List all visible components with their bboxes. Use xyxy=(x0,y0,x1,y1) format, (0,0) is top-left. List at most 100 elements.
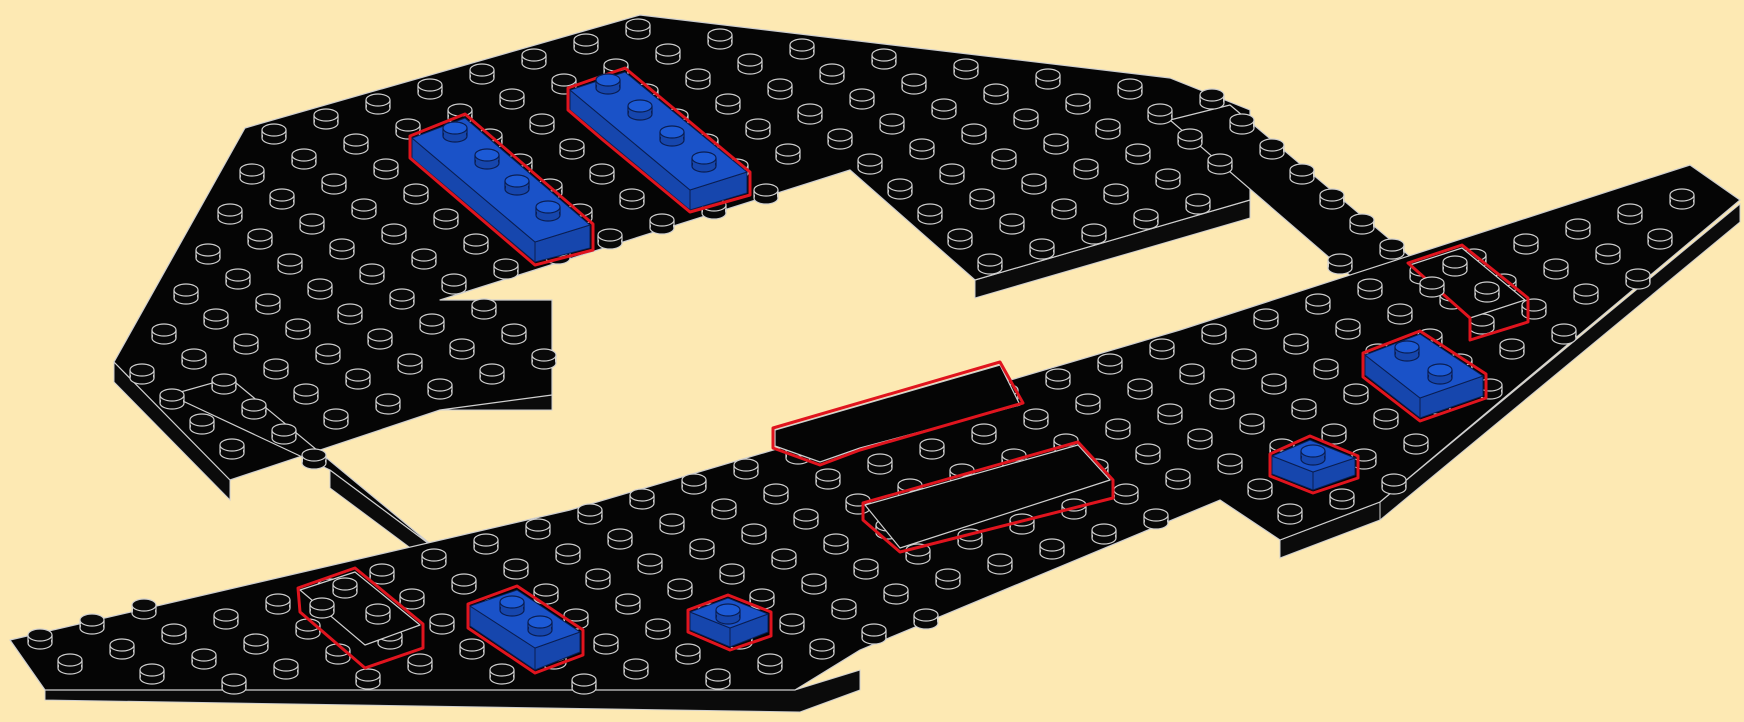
stud xyxy=(1188,429,1212,449)
stud xyxy=(338,304,362,324)
stud xyxy=(772,549,796,569)
stud xyxy=(464,234,488,254)
stud xyxy=(530,114,554,134)
stud xyxy=(682,474,706,494)
stud xyxy=(450,339,474,359)
stud xyxy=(404,184,428,204)
stud xyxy=(1552,324,1576,344)
stud xyxy=(218,204,242,224)
stud xyxy=(460,639,484,659)
stud xyxy=(660,514,684,534)
stud xyxy=(824,534,848,554)
stud xyxy=(132,599,156,619)
stud xyxy=(270,189,294,209)
stud xyxy=(390,289,414,309)
stud xyxy=(494,259,518,279)
stud xyxy=(706,669,730,689)
stud xyxy=(368,329,392,349)
stud xyxy=(480,364,504,384)
stud xyxy=(638,554,662,574)
stud xyxy=(1306,294,1330,314)
stud xyxy=(80,614,104,634)
stud xyxy=(620,189,644,209)
stud xyxy=(1104,184,1128,204)
stud xyxy=(1443,256,1467,276)
stud xyxy=(474,534,498,554)
stud xyxy=(962,124,986,144)
stud xyxy=(490,664,514,684)
stud xyxy=(820,64,844,84)
stud xyxy=(292,149,316,169)
stud xyxy=(768,79,792,99)
stud xyxy=(1074,159,1098,179)
stud xyxy=(526,519,550,539)
stud xyxy=(192,649,216,669)
stud xyxy=(182,349,206,369)
stud xyxy=(1420,277,1444,297)
stud xyxy=(274,659,298,679)
stud xyxy=(608,529,632,549)
stud xyxy=(574,34,598,54)
stud xyxy=(504,559,528,579)
stud xyxy=(1040,539,1064,559)
stud xyxy=(370,564,394,584)
stud xyxy=(1278,504,1302,524)
stud xyxy=(630,489,654,509)
stud xyxy=(262,124,286,144)
blue-stud xyxy=(443,122,467,142)
stud xyxy=(366,94,390,114)
stud xyxy=(1178,129,1202,149)
stud xyxy=(1128,379,1152,399)
stud xyxy=(1022,174,1046,194)
stud xyxy=(1118,79,1142,99)
stud xyxy=(330,239,354,259)
stud xyxy=(1052,199,1076,219)
blue-stud xyxy=(505,175,529,195)
stud xyxy=(776,144,800,164)
stud xyxy=(248,229,272,249)
stud xyxy=(226,269,250,289)
stud xyxy=(708,29,732,49)
stud xyxy=(1475,282,1499,302)
stud xyxy=(1596,244,1620,264)
stud xyxy=(1240,414,1264,434)
stud xyxy=(222,674,246,694)
stud xyxy=(734,459,758,479)
stud xyxy=(676,644,700,664)
stud xyxy=(360,264,384,284)
stud xyxy=(162,624,186,644)
stud xyxy=(910,139,934,159)
stud xyxy=(214,609,238,629)
stud xyxy=(626,19,650,39)
stud xyxy=(324,409,348,429)
stud xyxy=(902,74,926,94)
stud xyxy=(1158,404,1182,424)
blue-stud xyxy=(475,149,499,169)
stud xyxy=(1336,319,1360,339)
blue-stud xyxy=(528,616,552,636)
stud xyxy=(1566,219,1590,239)
stud xyxy=(398,354,422,374)
stud xyxy=(110,639,134,659)
stud xyxy=(400,589,424,609)
stud xyxy=(586,569,610,589)
stud xyxy=(790,39,814,59)
stud xyxy=(266,594,290,614)
blue-stud xyxy=(596,74,620,94)
stud xyxy=(244,634,268,654)
blue-stud xyxy=(1428,364,1452,384)
stud xyxy=(1210,389,1234,409)
stud xyxy=(1200,89,1224,109)
stud xyxy=(1092,524,1116,544)
stud xyxy=(1202,324,1226,344)
blue-stud xyxy=(1395,341,1419,361)
stud xyxy=(470,64,494,84)
stud xyxy=(816,469,840,489)
stud xyxy=(1500,339,1524,359)
stud xyxy=(880,114,904,134)
stud xyxy=(1260,139,1284,159)
stud xyxy=(742,524,766,544)
stud xyxy=(1328,254,1352,274)
stud xyxy=(1404,434,1428,454)
stud xyxy=(758,654,782,674)
